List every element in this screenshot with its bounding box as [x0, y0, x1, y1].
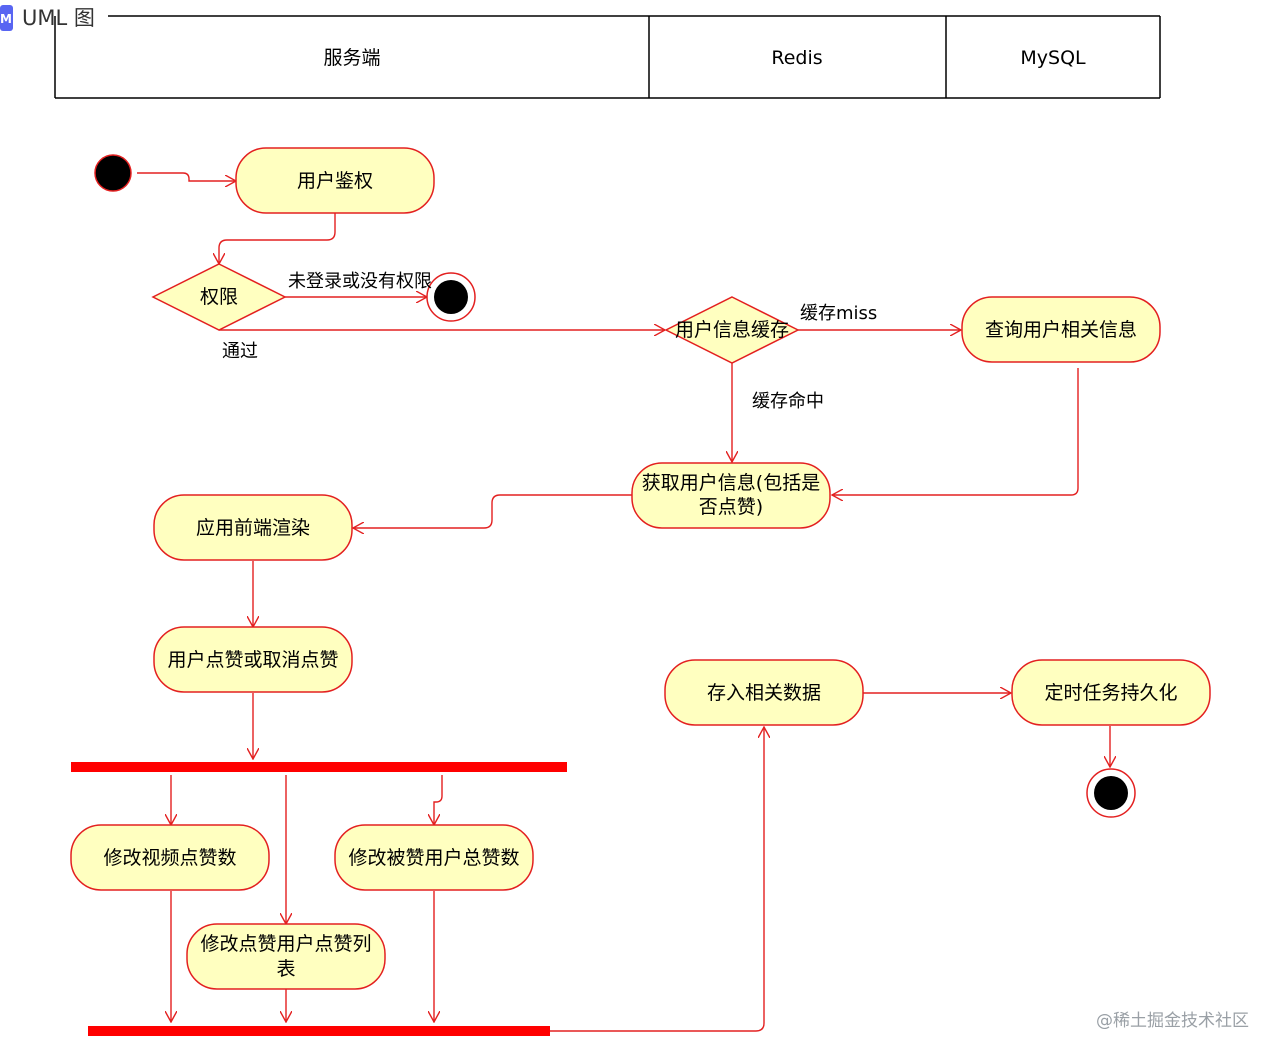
label-scheduled-persist: 定时任务持久化 [1044, 682, 1177, 704]
node-frontend-render [153, 494, 353, 561]
edge-label-cache-hit: 缓存命中 [752, 391, 824, 412]
edges [137, 172, 1110, 1032]
edge-auth-to-permission [219, 213, 336, 264]
label-get-user-info-line2: 否点赞) [699, 496, 763, 518]
join-bar [88, 1026, 550, 1036]
label-query-user-info: 查询用户相关信息 [985, 319, 1137, 341]
node-update-liked-user-total [334, 824, 534, 891]
node-auth [235, 147, 435, 214]
label-permission: 权限 [200, 286, 238, 308]
fork-bar [71, 762, 567, 772]
lane-mysql: MySQL [1020, 47, 1086, 69]
edge-join-to-store [550, 727, 764, 1032]
final-node-denied [426, 272, 476, 322]
edge-query-to-get [832, 368, 1079, 495]
node-query-user-info [961, 296, 1161, 363]
diagram-header: ML UML 图 [0, 5, 95, 31]
node-user-like [153, 626, 353, 693]
node-update-like-list [186, 923, 386, 990]
initial-node [94, 154, 132, 192]
label-store-data: 存入相关数据 [707, 682, 821, 704]
node-get-user-info [631, 462, 831, 529]
decision-nodes [151, 263, 800, 364]
label-update-video-likes: 修改视频点赞数 [103, 847, 236, 869]
node-update-video-likes [70, 824, 270, 891]
label-user-info-cache: 用户信息缓存 [675, 319, 789, 341]
uml-badge-text: ML [0, 12, 20, 26]
action-nodes [70, 147, 1211, 990]
label-user-like: 用户点赞或取消点赞 [167, 649, 338, 671]
node-labels: 用户鉴权 权限 用户信息缓存 查询用户相关信息 获取用户信息(包括是 否点赞) … [103, 170, 1177, 980]
edge-labels: 未登录或没有权限 通过 缓存miss 缓存命中 [222, 271, 877, 412]
edge-label-passed: 通过 [222, 341, 258, 362]
uml-badge-icon [0, 5, 13, 31]
label-update-like-list-line1: 修改点赞用户点赞列 [200, 933, 371, 955]
swimlane-header: 服务端 Redis MySQL [54, 15, 1161, 99]
label-auth: 用户鉴权 [297, 170, 373, 192]
edge-label-cache-miss: 缓存miss [800, 303, 877, 324]
decision-user-info-cache [664, 296, 800, 364]
watermark: @稀土掘金技术社区 [1096, 1011, 1249, 1031]
edge-get-to-render [353, 494, 632, 528]
node-store-data [664, 659, 864, 726]
edge-start-to-auth [137, 172, 236, 181]
label-update-like-list-line2: 表 [276, 958, 295, 980]
label-update-liked-user-total: 修改被赞用户总赞数 [348, 847, 519, 869]
label-get-user-info-line1: 获取用户信息(包括是 [642, 472, 820, 494]
decision-permission [151, 263, 287, 331]
edge-label-not-logged-in: 未登录或没有权限 [288, 271, 432, 292]
final-node-end [1086, 768, 1136, 818]
edge-fork-to-total [434, 775, 443, 825]
lane-redis: Redis [771, 47, 822, 69]
lane-server: 服务端 [323, 47, 380, 69]
label-frontend-render: 应用前端渲染 [196, 517, 310, 539]
diagram-title: UML 图 [22, 6, 95, 30]
node-scheduled-persist [1011, 659, 1211, 726]
